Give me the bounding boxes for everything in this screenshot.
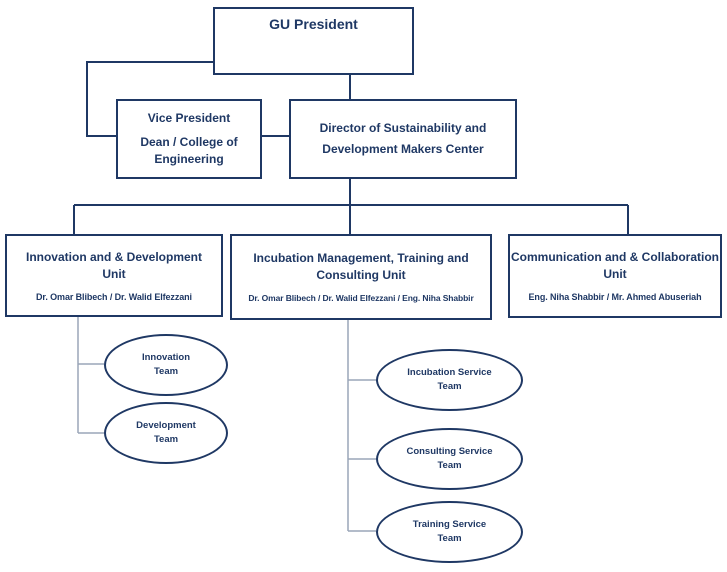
unit-2-title-line1: Incubation Management, Training and (253, 251, 469, 265)
vice-president-title: Vice President (147, 111, 231, 125)
vice-president-subtitle-line1: Dean / College of (140, 135, 238, 149)
vice-president-subtitle-line2: Engineering (154, 152, 224, 166)
unit-3-title-line1: Communication and & Collaboration (510, 250, 719, 264)
connector-president-vice-president (86, 61, 213, 137)
director-box[interactable]: Director of Sustainability and Developme… (289, 99, 517, 179)
director-title-line2: Development Makers Center (322, 142, 484, 156)
unit-1-members: Dr. Omar Blibech / Dr. Walid Elfezzani (36, 291, 192, 302)
vice-president-box[interactable]: Vice President Dean / College of Enginee… (116, 99, 262, 179)
team-development-line2: Team (153, 434, 179, 445)
team-training-service-line2: Team (437, 533, 462, 544)
team-consulting-service-line1: Consulting Service (406, 446, 493, 457)
team-training-service-line1: Training Service (412, 519, 487, 530)
team-innovation-line1: Innovation (141, 352, 191, 363)
president-box[interactable]: GU President (213, 7, 414, 75)
unit-2-members: Dr. Omar Blibech / Dr. Walid Elfezzani /… (248, 293, 474, 303)
unit-2-title-line2: Consulting Unit (316, 268, 406, 282)
team-consulting-service-line2: Team (437, 460, 462, 471)
team-development-oval[interactable]: Development Team (104, 402, 228, 464)
unit-3-title-line2: Unit (603, 267, 627, 281)
unit-incubation-training-consulting-box[interactable]: Incubation Management, Training and Cons… (230, 234, 492, 320)
team-development-line1: Development (136, 420, 196, 431)
team-incubation-service-line1: Incubation Service (407, 367, 492, 378)
unit-1-title-line1: Innovation and & Development (25, 249, 202, 264)
team-incubation-service-oval[interactable]: Incubation Service Team (376, 349, 523, 411)
team-training-service-oval[interactable]: Training Service Team (376, 501, 523, 563)
unit-1-title-line2: Unit (102, 266, 126, 281)
team-innovation-line2: Team (153, 366, 179, 377)
unit-innovation-development-box[interactable]: Innovation and & Development Unit Dr. Om… (5, 234, 223, 317)
unit-communication-collaboration-box[interactable]: Communication and & Collaboration Unit E… (508, 234, 722, 318)
director-title-line1: Director of Sustainability and (319, 121, 487, 135)
team-innovation-oval[interactable]: Innovation Team (104, 334, 228, 396)
president-title: GU President (269, 16, 358, 32)
unit-3-members: Eng. Niha Shabbir / Mr. Ahmed Abuseriah (528, 292, 702, 302)
team-consulting-service-oval[interactable]: Consulting Service Team (376, 428, 523, 490)
team-incubation-service-line2: Team (437, 381, 462, 392)
